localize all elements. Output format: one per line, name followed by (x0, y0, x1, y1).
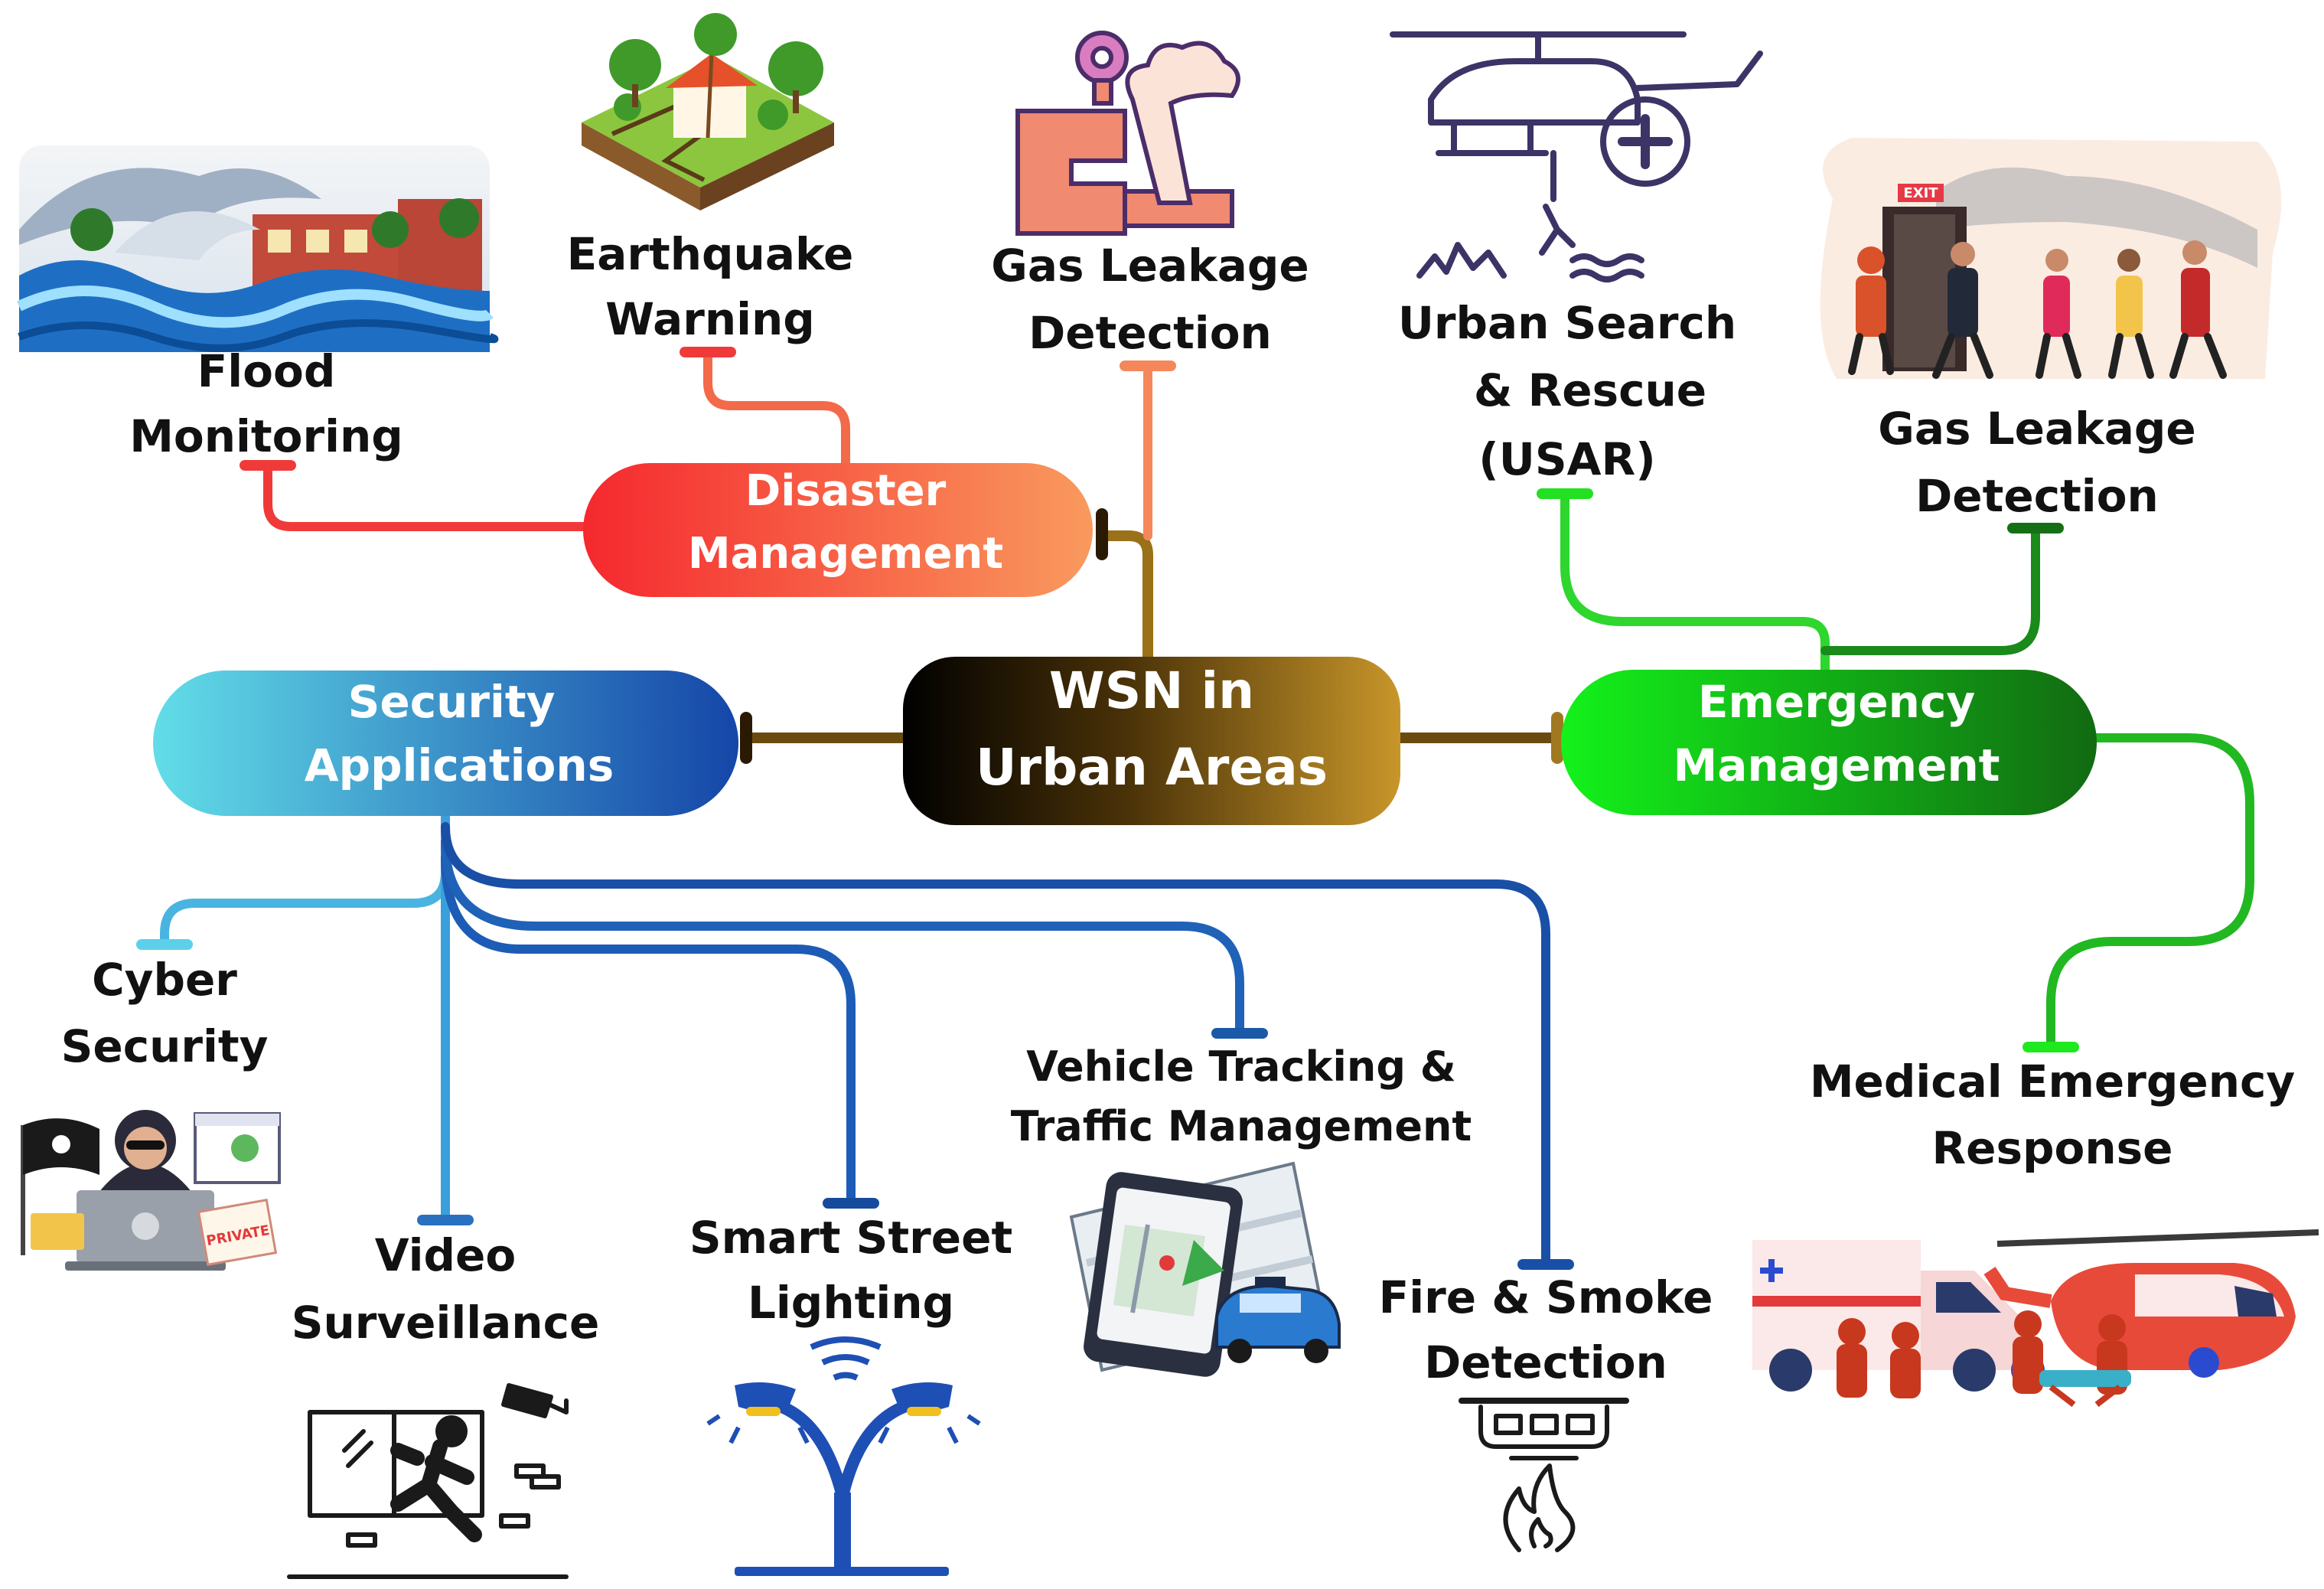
vehicle-line-2: Traffic Management (1011, 1102, 1472, 1150)
gas-top-line-2: Detection (1028, 307, 1272, 359)
disaster-line-1: Disaster (745, 466, 947, 516)
emergency-line-1: Emergency (1698, 676, 1975, 728)
gas-pipe-icon (1015, 31, 1240, 236)
ambulance-helicopter-illustration (1752, 1229, 2319, 1408)
security-node: Security Applications (153, 671, 738, 816)
link-gas-right (1820, 524, 2040, 655)
security-line-1: Security (348, 676, 556, 728)
exit-sign-text: EXIT (1903, 185, 1938, 201)
medical-line-1: Medical Emergency (1810, 1056, 2295, 1108)
earthquake-line-1: Earthquake (567, 228, 854, 280)
link-earthquake (703, 347, 850, 468)
cyber-line-1: Cyber (92, 954, 237, 1006)
emergency-node: Emergency Management (1561, 670, 2097, 815)
medical-line-2: Response (1931, 1122, 2172, 1174)
security-line-2: Applications (305, 739, 614, 791)
usar-line-1: Urban Search (1398, 297, 1736, 349)
gas-right-line-2: Detection (1915, 470, 2159, 522)
center-line-2: Urban Areas (976, 738, 1328, 797)
emergency-line-2: Management (1674, 739, 2000, 791)
disaster-node: Disaster Management (583, 463, 1093, 597)
street-line-1: Smart Street (689, 1212, 1012, 1264)
link-cyber (160, 813, 450, 948)
video-line-2: Surveillance (292, 1297, 600, 1349)
usar-line-2: & Rescue (1474, 364, 1706, 416)
link-usar (1560, 489, 1830, 674)
cyber-line-2: Security (61, 1020, 269, 1072)
smoke-detector-icon (1459, 1398, 1629, 1552)
earthquake-illustration (582, 13, 834, 210)
link-vehicle (441, 837, 1244, 1036)
usar-line-3: (USAR) (1478, 433, 1655, 485)
center-line-1: WSN in (1049, 661, 1254, 720)
link-flood (263, 462, 590, 531)
fire-line-1: Fire & Smoke (1379, 1271, 1713, 1323)
hacker-illustration: PRIVATE (21, 1110, 281, 1271)
connectors (136, 347, 2254, 1270)
street-line-2: Lighting (748, 1277, 954, 1329)
phone-map-car-illustration (1069, 1161, 1341, 1377)
link-medical (2046, 733, 2254, 1049)
evacuation-illustration: EXIT (1820, 138, 2282, 379)
center-node: WSN in Urban Areas (903, 657, 1400, 825)
link-center-disaster (1097, 530, 1153, 662)
gas-right-line-1: Gas Leakage (1878, 403, 2195, 455)
link-street (441, 853, 856, 1206)
helicopter-rescue-icon (1390, 31, 1763, 282)
street-light-icon (706, 1336, 981, 1576)
disaster-line-2: Management (688, 529, 1003, 579)
fire-line-2: Detection (1424, 1336, 1667, 1388)
flood-illustration (17, 145, 499, 352)
flood-line-2: Monitoring (129, 410, 403, 462)
link-fire (441, 822, 1550, 1268)
leaf-labels: Flood Monitoring Earthquake Warning Gas … (61, 228, 2296, 1388)
video-line-1: Video (375, 1229, 516, 1281)
vehicle-line-1: Vehicle Tracking & (1026, 1042, 1456, 1091)
earthquake-line-2: Warning (605, 293, 815, 345)
evacuating-people (1848, 240, 2227, 379)
burglar-camera-icon (287, 1383, 569, 1579)
gas-top-line-1: Gas Leakage (991, 240, 1309, 292)
flood-line-1: Flood (197, 345, 336, 397)
